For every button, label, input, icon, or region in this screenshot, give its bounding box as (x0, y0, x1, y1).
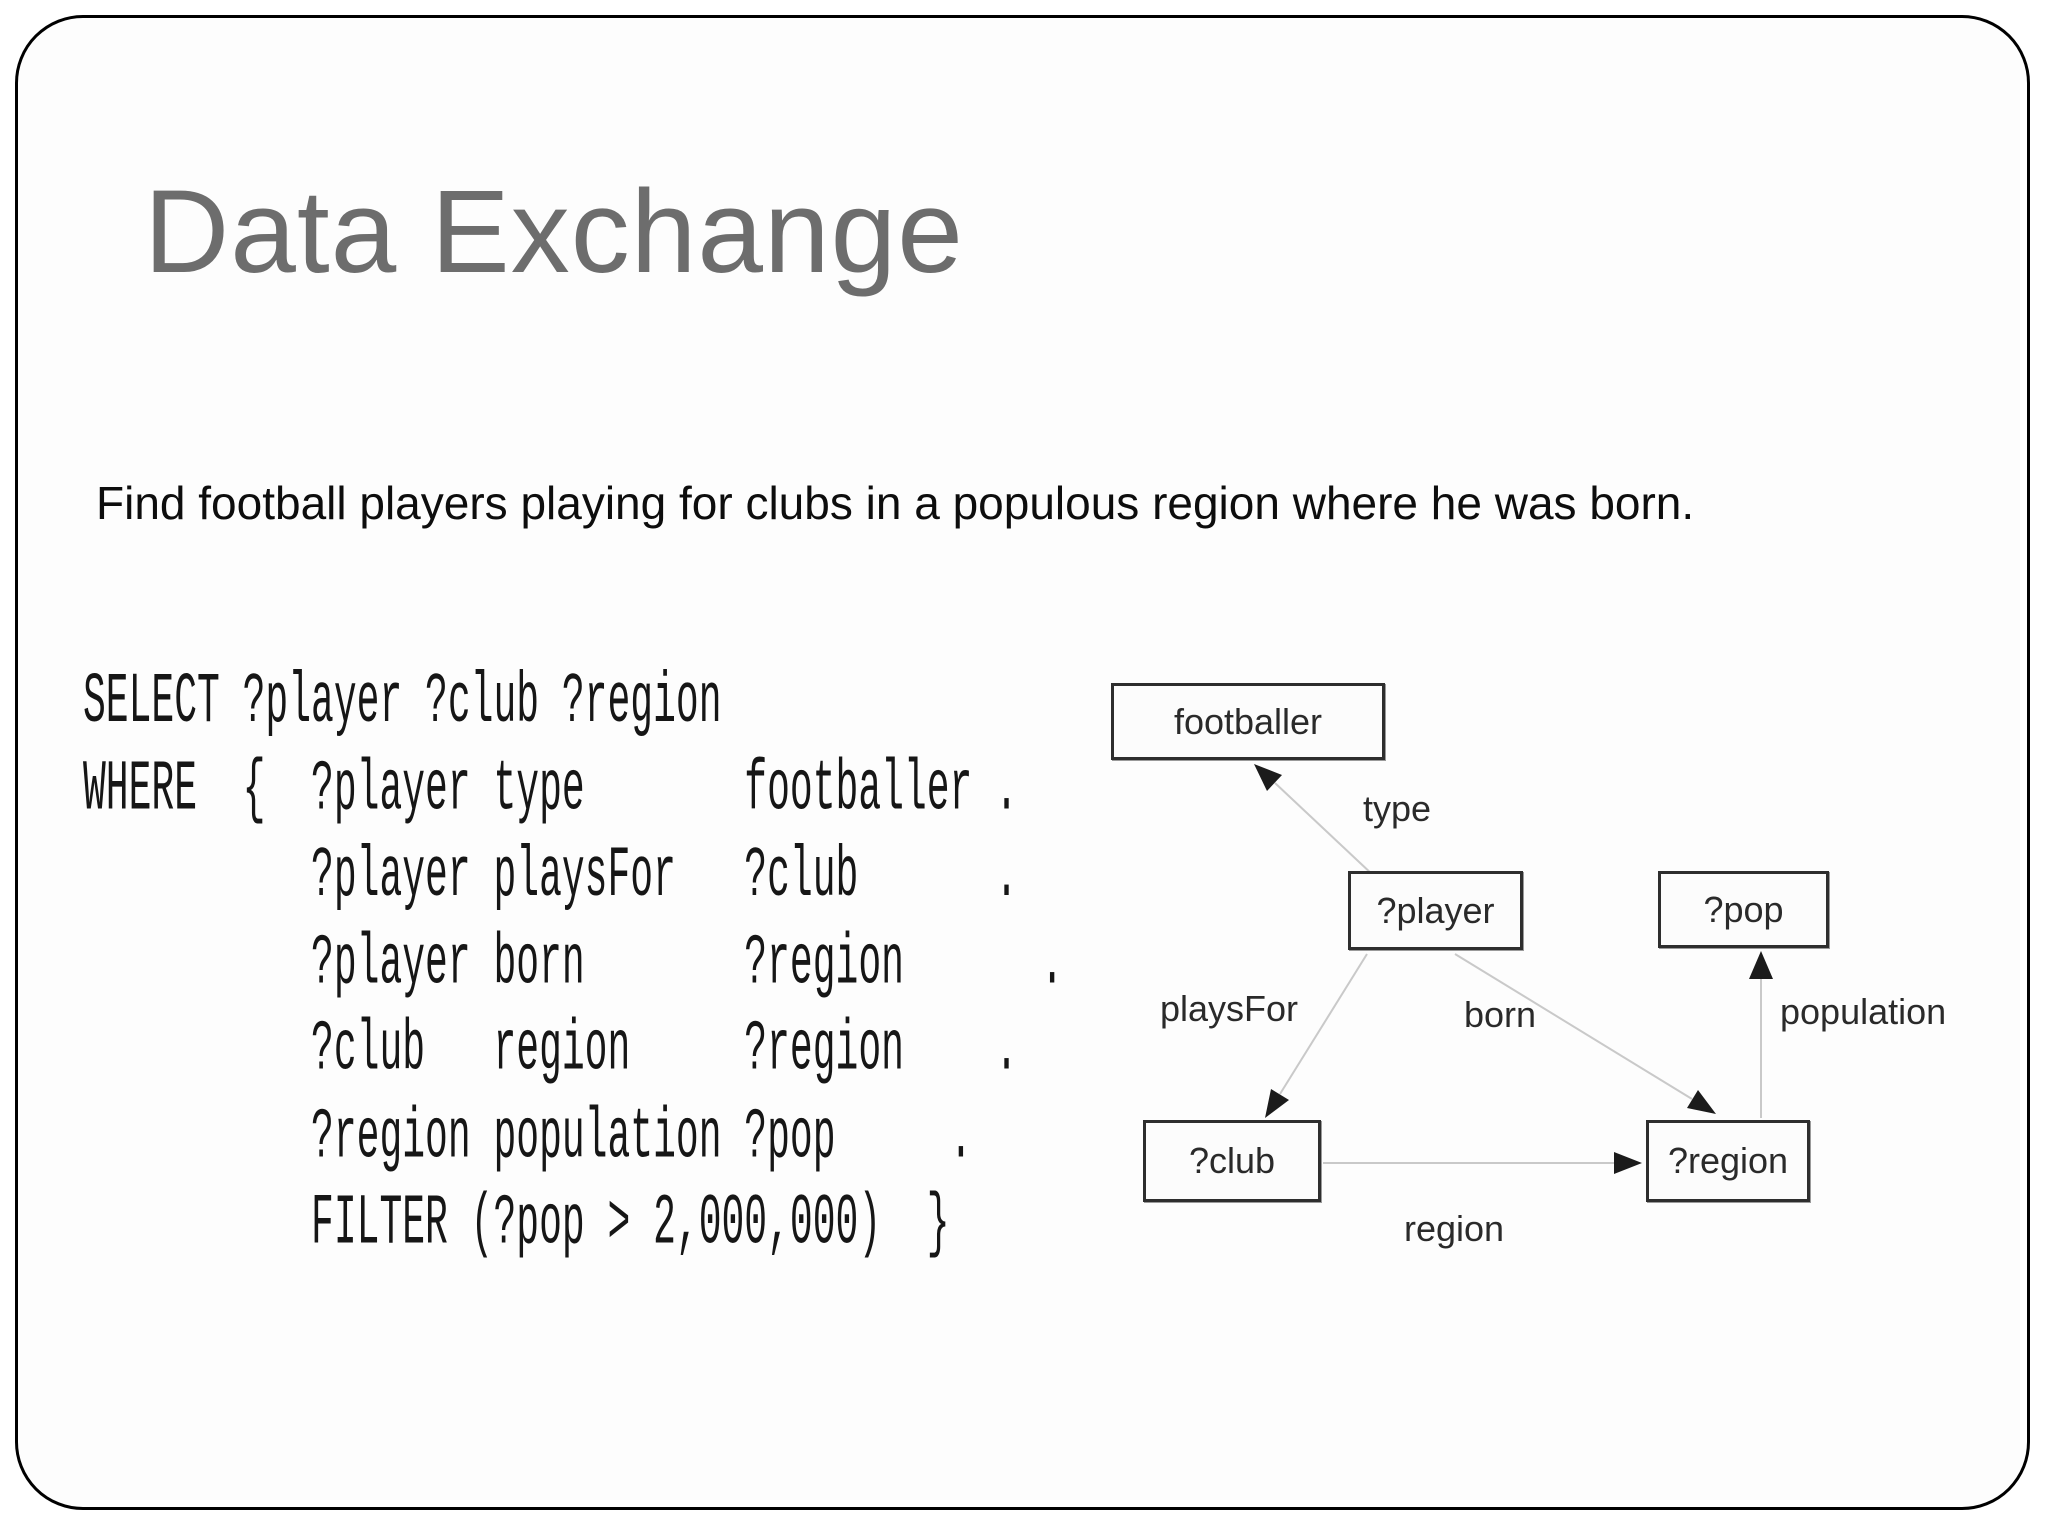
sparql-query-code: SELECT ?player ?club ?region WHERE { ?pl… (83, 662, 1064, 1266)
edge-label-type: type (1363, 788, 1432, 829)
population-edge (1749, 951, 1773, 1118)
node-player: ?player (1348, 871, 1523, 950)
edge-label-population: population (1780, 991, 1947, 1032)
region-edge (1323, 1152, 1642, 1174)
task-description: Find football players playing for clubs … (96, 477, 1695, 529)
node-region: ?region (1646, 1120, 1810, 1202)
node-footballer: footballer (1111, 683, 1385, 760)
edge-label-born: born (1464, 994, 1537, 1035)
edge-label-region: region (1404, 1208, 1505, 1249)
playsfor-edge (1265, 953, 1368, 1118)
slide-title: Data Exchange (144, 166, 964, 298)
node-pop: ?pop (1658, 871, 1829, 948)
slide-frame: Data Exchange Find football players play… (15, 15, 2030, 1510)
node-club: ?club (1143, 1120, 1321, 1202)
type-edge (1254, 764, 1375, 877)
edge-label-playsfor: playsFor (1160, 988, 1299, 1029)
